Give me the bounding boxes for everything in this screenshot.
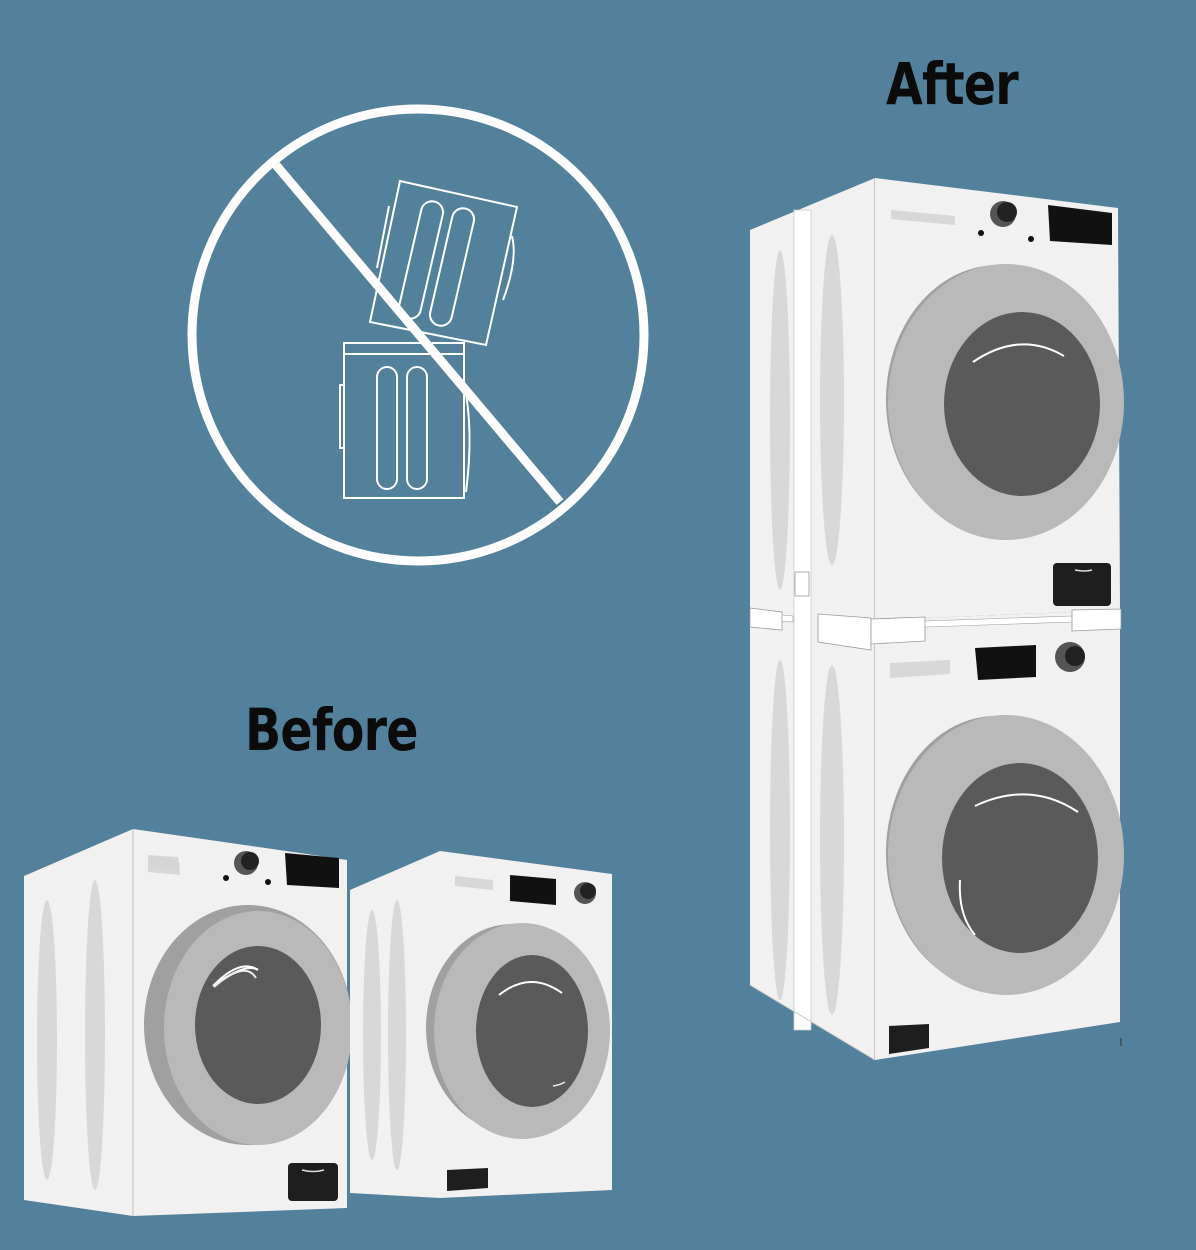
tilted-washer-outline-icon bbox=[368, 179, 519, 347]
after-heading: After bbox=[886, 50, 1019, 118]
after-stacked-units bbox=[749, 178, 1124, 1061]
stacking-kit-strap bbox=[749, 607, 1122, 651]
before-heading: Before bbox=[245, 696, 418, 764]
before-dryer bbox=[350, 851, 612, 1198]
before-washer bbox=[24, 829, 352, 1216]
prohibition-icon bbox=[187, 104, 649, 566]
